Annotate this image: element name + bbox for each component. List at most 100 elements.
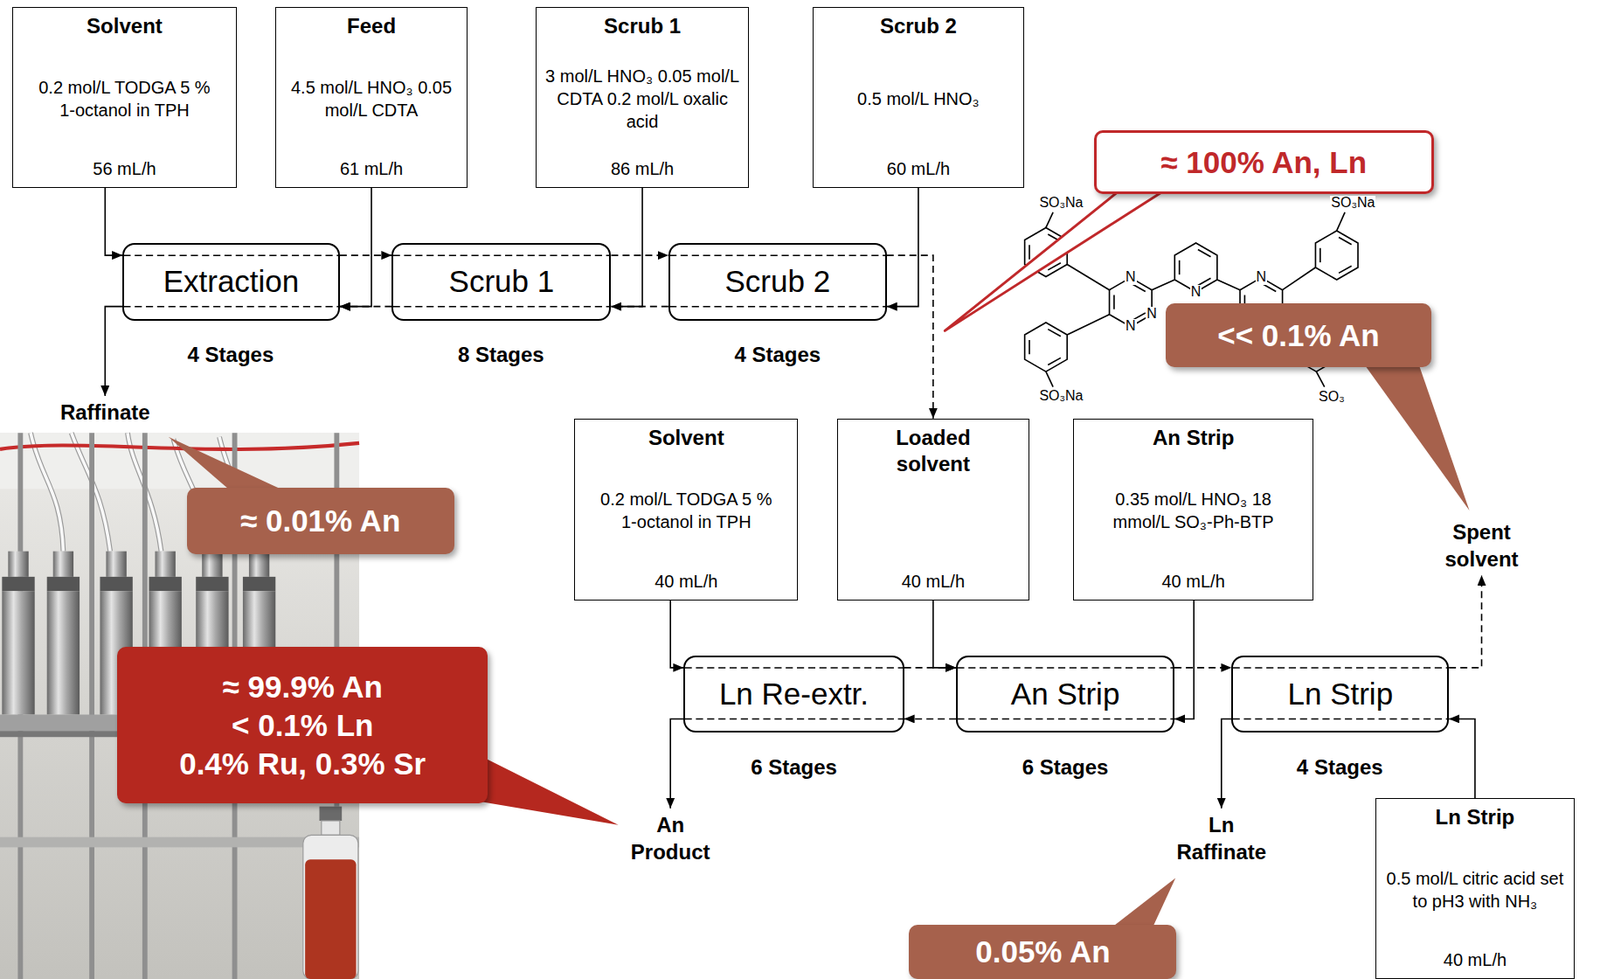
molecule-structure (1045, 212, 1053, 229)
flow-line (1448, 574, 1482, 668)
stage-name: Ln Strip (1287, 676, 1393, 712)
contactor-unit (242, 576, 276, 591)
stage-name: An Strip (1011, 676, 1121, 712)
sample-bottle (303, 834, 359, 979)
molecule-structure (1316, 371, 1324, 388)
stage-count: 6 Stages (1022, 754, 1109, 781)
flow-line (904, 718, 957, 721)
callout-text: ≈ 100% An, Ln (1160, 143, 1367, 182)
stream-label: An Product (622, 808, 719, 868)
process-flow-line (393, 305, 611, 308)
atom-label: N (1190, 284, 1203, 300)
stream-label: Spent solvent (1429, 515, 1535, 575)
stage-name: Extraction (163, 263, 300, 299)
feed-box: Solvent0.2 mol/L TODGA 5 % 1-octanol in … (574, 418, 798, 601)
process-box: Ln Strip (1231, 655, 1449, 734)
process-box: Scrub 2 (668, 242, 887, 321)
stage-count: 6 Stages (750, 754, 838, 781)
box-text: 0.5 mol/L citric acid set to pH3 with NH… (1385, 866, 1565, 913)
feed-box: Scrub 20.5 mol/L HNO₃60 mL/h (812, 6, 1026, 188)
feed-box: Feed4.5 mol/L HNO₃ 0.05 mol/L CDTA61 mL/… (275, 6, 468, 188)
box-heading: Feed (346, 13, 396, 40)
stream-name: Raffinate (60, 398, 151, 426)
feed-box: An Strip0.35 mol/L HNO₃ 18 mmol/L SO₃-Ph… (1073, 418, 1313, 601)
box-heading: Scrub 2 (879, 13, 957, 40)
feed-box: Scrub 13 mol/L HNO₃ 0.05 mol/L CDTA 0.2 … (535, 6, 749, 188)
flow-line (339, 305, 393, 308)
sample-bottle (304, 858, 356, 979)
box-heading: Solvent (648, 424, 725, 451)
callout-text: << 0.1% An (1217, 316, 1379, 355)
callout-text: < 0.1% Ln (231, 706, 374, 745)
callout-text: ≈ 99.9% An (222, 667, 383, 707)
stage-count: 4 Stages (734, 342, 821, 368)
process-flow-line (685, 666, 904, 669)
sample-bottle (321, 820, 340, 835)
flow-line (886, 255, 934, 419)
box-text: 0.5 mol/L HNO₃ (857, 87, 980, 111)
flow-line (104, 306, 123, 396)
flow-line (1174, 600, 1194, 720)
callout-box: ≈ 0.01% An (187, 487, 455, 555)
contactor-unit (1, 551, 35, 715)
process-flow-line (669, 305, 887, 308)
flow-line (339, 254, 393, 257)
stream-name: An Product (625, 810, 715, 866)
molecule-structure (1336, 212, 1345, 231)
callout-text: 0.05% An (975, 932, 1110, 971)
flow-line (610, 254, 668, 257)
flow-line (1448, 718, 1476, 798)
contactor-unit (249, 551, 270, 577)
box-heading: Solvent (86, 13, 163, 40)
molecule-structure (1282, 267, 1317, 291)
process-box: Extraction (122, 242, 340, 321)
process-flow-line (123, 305, 339, 308)
contactor-unit (1, 590, 35, 714)
contactor-unit (105, 551, 126, 577)
molecule-structure (1025, 322, 1068, 372)
flow-line (610, 305, 668, 308)
flow-line (933, 600, 956, 668)
contactor-unit (47, 576, 80, 591)
flow-line (1221, 718, 1233, 808)
molecule-structure (1066, 314, 1109, 335)
contactor-unit (47, 590, 80, 714)
sample-bottle (318, 806, 342, 821)
box-text: 61 mL/h (339, 157, 403, 181)
contactor-photo (89, 432, 95, 979)
molecule-structure (1315, 230, 1358, 280)
contactor-unit (201, 551, 222, 577)
box-text: 3 mol/L HNO₃ 0.05 mol/L CDTA 0.2 mol/L o… (544, 64, 742, 133)
sample-bottle (303, 806, 359, 979)
contactor-photo (30, 432, 63, 551)
molecule-structure (1066, 263, 1109, 290)
stage-count: 4 Stages (1296, 754, 1384, 781)
box-text: 40 mL/h (901, 569, 965, 593)
stream-name: Ln Raffinate (1172, 810, 1271, 866)
flow-line (610, 187, 643, 307)
atom-label: N (1124, 318, 1137, 334)
stream-label: Ln Raffinate (1169, 808, 1275, 868)
contactor-unit (7, 551, 28, 577)
contactor-unit (154, 551, 175, 577)
process-flow-line (1232, 666, 1448, 669)
box-heading: Loaded solvent (876, 424, 991, 478)
flow-line (339, 187, 372, 307)
atom-label: N (1145, 306, 1158, 322)
callout-pointer (1358, 357, 1469, 511)
process-flow-line (685, 718, 904, 721)
stage-name: Ln Re-extr. (719, 676, 869, 712)
callout-pointer (168, 189, 1470, 931)
callout-pointer (1107, 877, 1176, 931)
box-heading: An Strip (1152, 424, 1234, 451)
box-text: 86 mL/h (610, 157, 674, 181)
box-heading: Ln Strip (1435, 803, 1516, 831)
box-text: 40 mL/h (1443, 948, 1507, 971)
callout-pointer (944, 189, 1165, 331)
box-text: 56 mL/h (92, 157, 156, 181)
stage-name: Scrub 1 (449, 263, 555, 299)
stream-name: Spent solvent (1433, 518, 1531, 573)
molecule-structure (1045, 371, 1053, 388)
feed-box: Ln Strip 0.5 mol/L citric acid set to pH3… (1375, 797, 1575, 979)
